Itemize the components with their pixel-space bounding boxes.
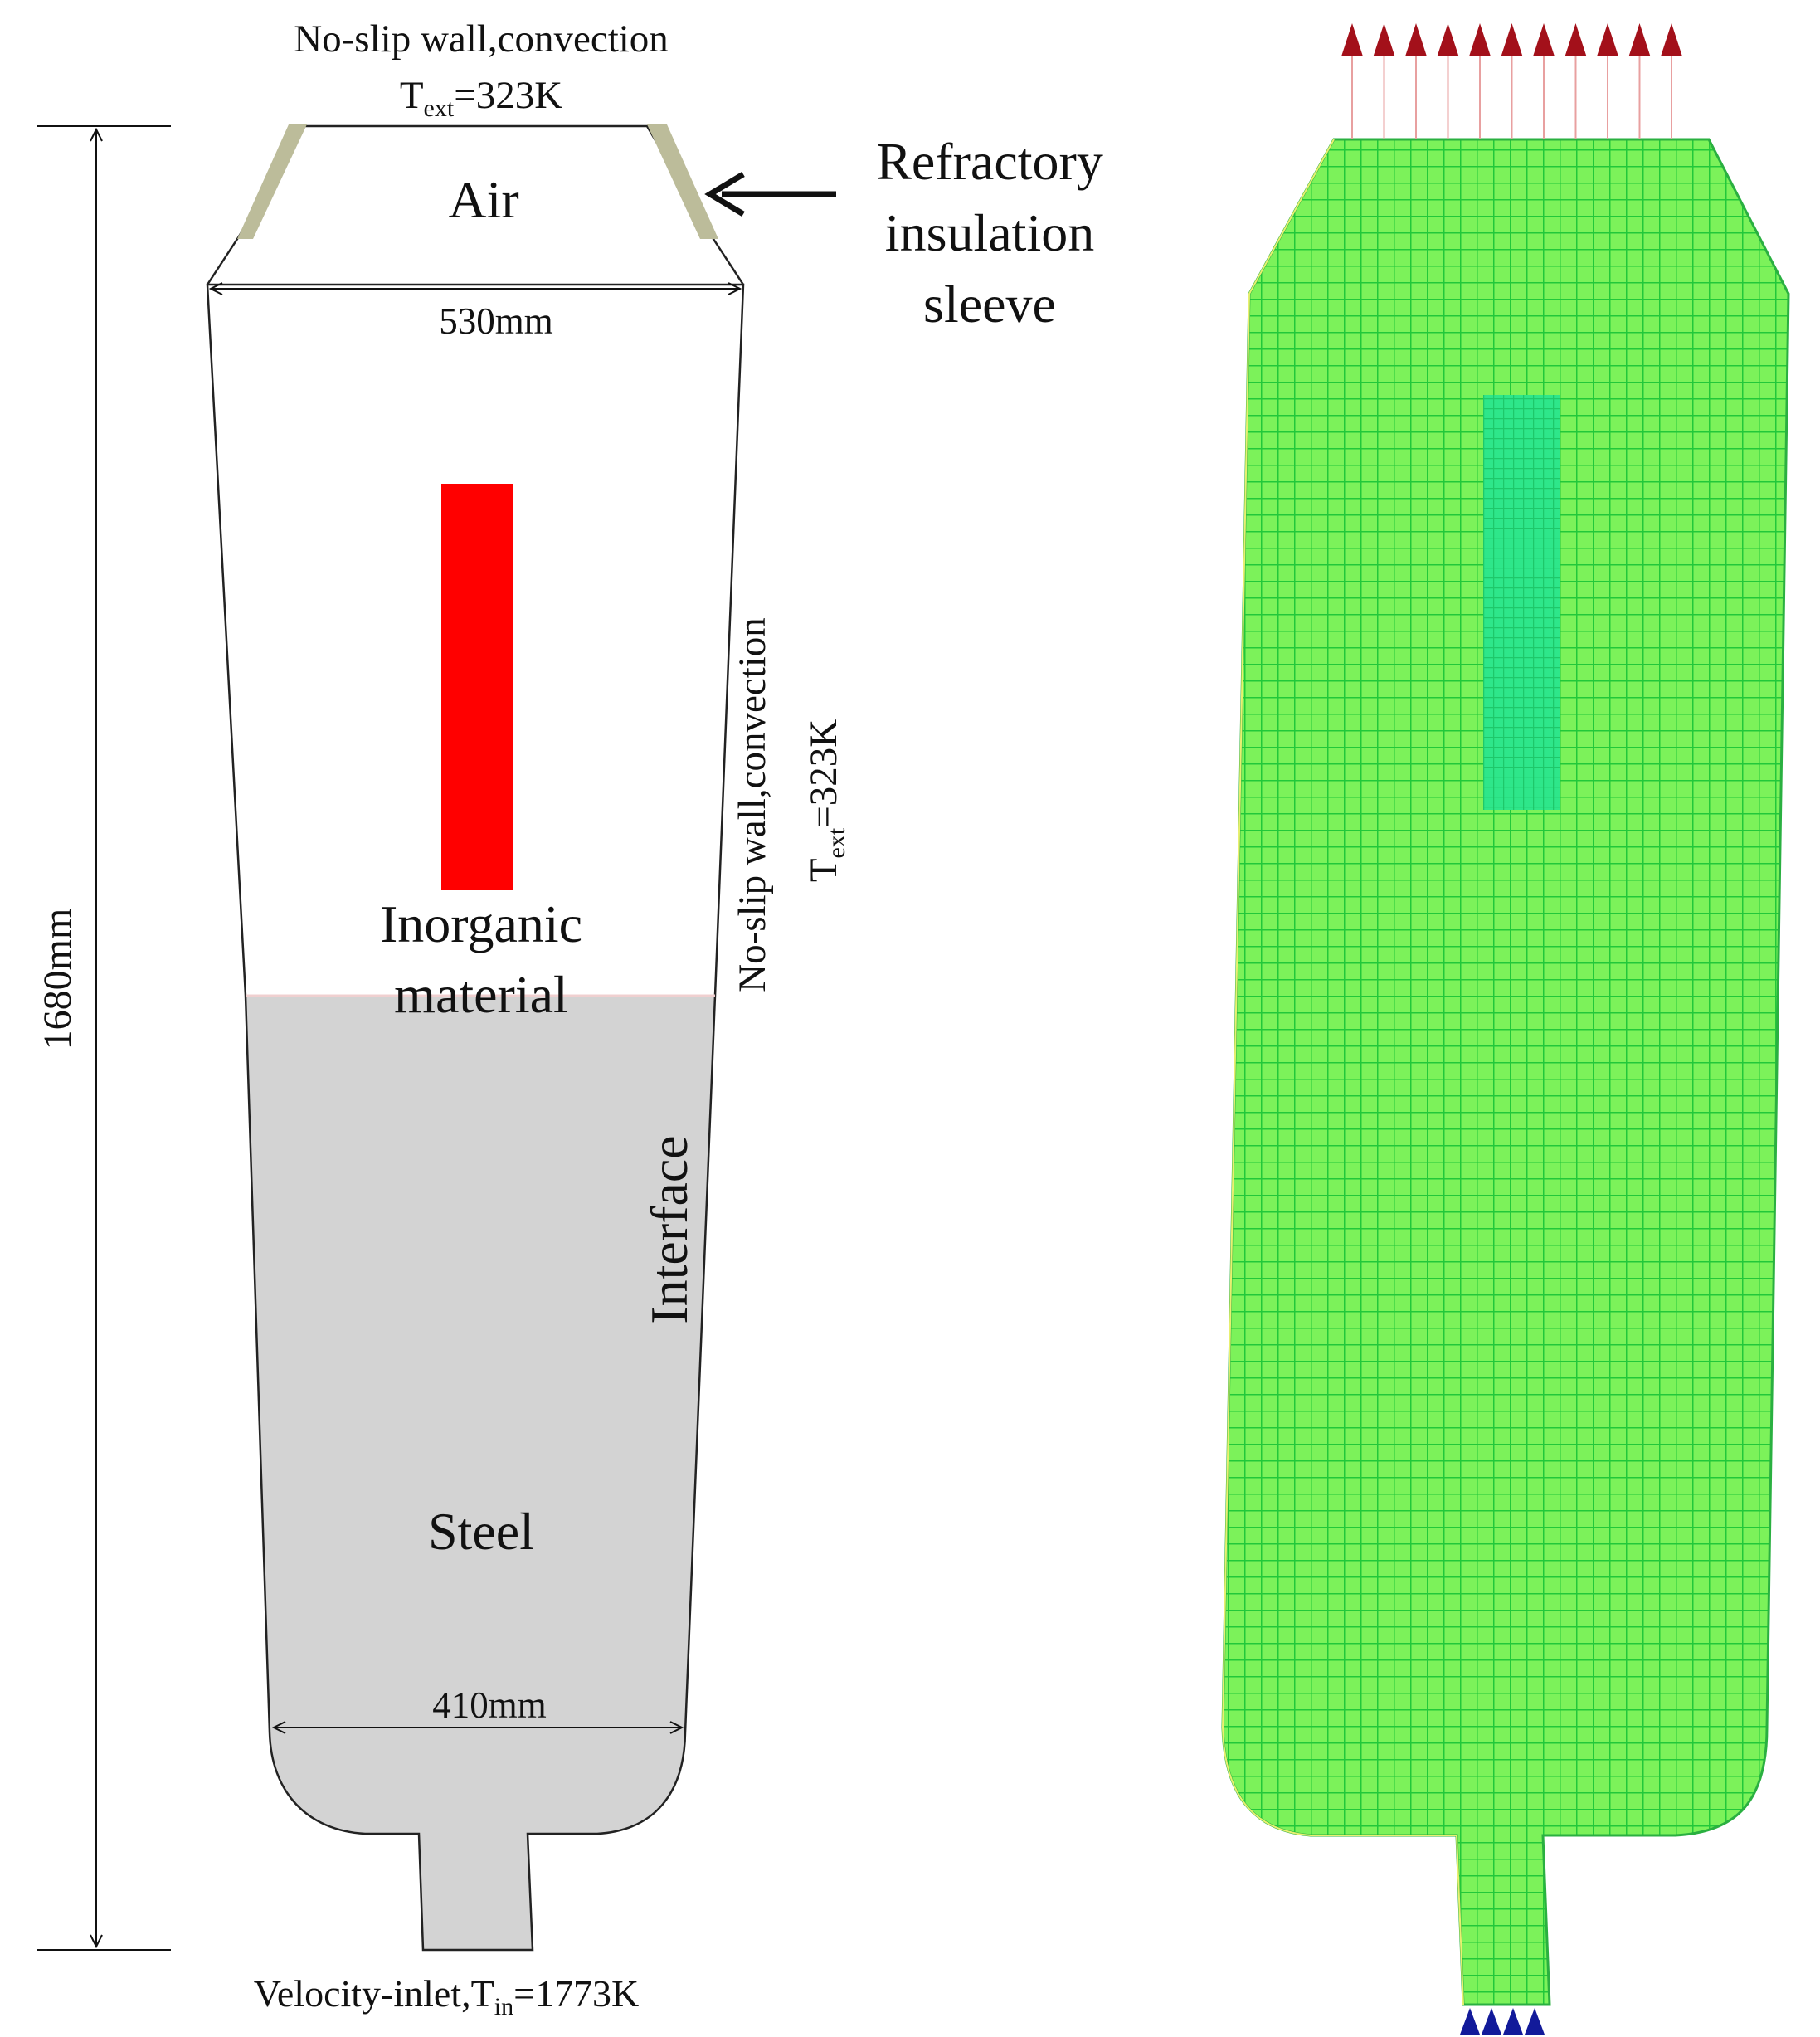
arrow-left-icon	[704, 171, 836, 217]
outlet-arrow-head	[1469, 23, 1491, 56]
side-bc-label-line2: Text=323K	[802, 719, 850, 882]
top-bc-label-line1: No-slip wall,convection	[294, 17, 669, 61]
inlet-arrow-head	[1460, 2008, 1480, 2035]
inlet-arrow-head	[1503, 2008, 1523, 2035]
inlet-arrow-head	[1525, 2008, 1545, 2035]
mesh-panel	[1221, 23, 1790, 2035]
outlet-arrow-head	[1501, 23, 1523, 56]
air-label: Air	[448, 170, 518, 229]
sleeve-label-line1: Refractory	[876, 132, 1103, 191]
side-bc-t: T	[802, 858, 845, 882]
height-label: 1680mm	[36, 909, 80, 1050]
outlet-arrow-head	[1661, 23, 1682, 56]
sleeve-label-line3: sleeve	[923, 275, 1056, 334]
inlet-sub: in	[494, 1993, 513, 2020]
side-bc-sub: ext	[823, 827, 850, 858]
outlet-arrow-head	[1405, 23, 1427, 56]
inlet-arrow-head	[1482, 2008, 1501, 2035]
refractory-sleeve-left	[237, 124, 307, 239]
steel-region	[246, 996, 715, 1950]
top-bc-t: T	[400, 74, 424, 117]
interface-label: Interface	[640, 1135, 698, 1323]
width-top-label: 530mm	[439, 300, 553, 342]
outlet-arrow-head	[1597, 23, 1618, 56]
container-outline	[206, 283, 745, 1952]
side-bc-value: =323K	[802, 719, 845, 828]
inorganic-label-line1: Inorganic	[380, 894, 582, 953]
outlet-arrow-head	[1437, 23, 1459, 56]
triangle-up-icon	[1460, 2008, 1545, 2035]
steel-label: Steel	[428, 1502, 534, 1561]
schematic-panel: No-slip wall,convection Text=323K Air Re…	[36, 17, 1103, 2020]
top-bc-sub: ext	[424, 95, 455, 122]
inlet-label: Velocity-inlet,Tin=1773K	[254, 1972, 640, 2020]
inorganic-label-line2: material	[394, 965, 568, 1024]
outlet-arrow-head	[1533, 23, 1555, 56]
outlet-arrow-head	[1373, 23, 1395, 56]
mesh-dense-region	[1483, 395, 1560, 810]
top-bc-value: =323K	[454, 74, 562, 117]
mesh-boundary-highlight	[1221, 139, 1464, 2005]
outlet-arrow-head	[1628, 23, 1651, 56]
air-region-outline	[206, 124, 745, 285]
refractory-sleeve-right	[647, 124, 718, 239]
width-bottom-label: 410mm	[432, 1684, 547, 1726]
top-bc-label-line2: Text=323K	[400, 74, 562, 122]
inlet-value: =1773K	[513, 1972, 639, 2015]
side-bc-label-line1: No-slip wall,convection	[731, 617, 774, 992]
outlet-arrow-head	[1341, 23, 1363, 56]
outlet-arrow-head	[1565, 23, 1587, 56]
inlet-main: Velocity-inlet,T	[254, 1972, 494, 2015]
inorganic-material-block	[441, 484, 513, 890]
arrow-up-icon	[1341, 23, 1682, 139]
sleeve-label-line2: insulation	[885, 203, 1094, 262]
